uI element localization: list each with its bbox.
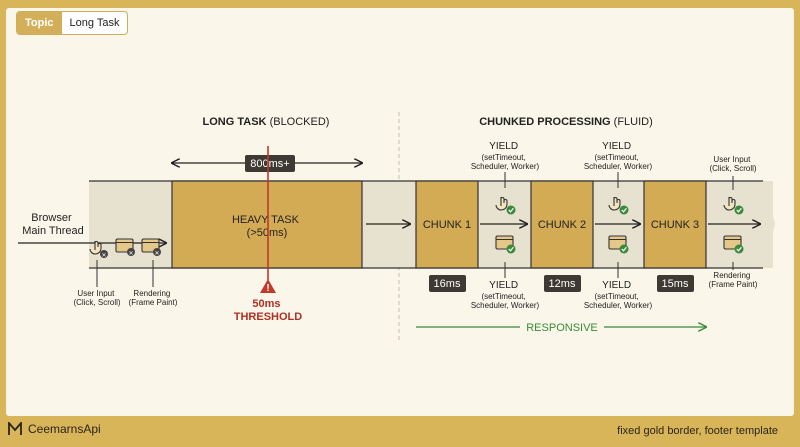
yield-1-input-icon	[495, 196, 516, 215]
topic-value: Long Task	[69, 17, 120, 29]
chunk-2-label: CHUNK 2	[538, 219, 586, 231]
right-input-icon	[723, 196, 744, 215]
brand: CeemarnsApi	[8, 422, 101, 436]
diagram: LONG TASK (BLOCKED) CHUNKED PROCESSING (…	[18, 112, 775, 340]
yield-2-top: YIELD (setTimeout, Scheduler, Worker)	[584, 141, 653, 171]
chunk-1-label: CHUNK 1	[423, 219, 471, 231]
chunk-1	[415, 180, 479, 269]
heavy-task-block	[171, 180, 363, 269]
svg-text:✕: ✕	[128, 251, 133, 257]
warning-icon	[260, 279, 276, 293]
yield-2-render-icon	[608, 235, 629, 254]
chunk-2-time	[544, 275, 581, 292]
left-section-header: LONG TASK (BLOCKED)	[203, 116, 330, 128]
topic-label: Topic	[17, 12, 62, 34]
left-input-icon: ✕	[89, 240, 108, 259]
main-thread-label: Browser Main Thread	[22, 212, 84, 237]
yield-1-render-icon	[495, 235, 516, 254]
responsive-label: RESPONSIVE	[526, 322, 598, 334]
chunk-2	[530, 180, 594, 269]
right-section-header: CHUNKED PROCESSING (FLUID)	[479, 116, 653, 128]
threshold-label: 50ms THRESHOLD	[234, 298, 303, 323]
yield-2-input-icon	[608, 196, 629, 215]
svg-text:15ms: 15ms	[662, 278, 689, 290]
chunk-3	[643, 180, 707, 269]
left-input-caption: User Input (Click, Scroll)	[73, 289, 120, 307]
svg-text:✕: ✕	[154, 251, 159, 257]
chunk-1-time	[429, 275, 466, 292]
yield-2-bottom: YIELD (setTimeout, Scheduler, Worker)	[584, 280, 653, 310]
topic-badge: Topic Long Task	[16, 11, 129, 35]
yield-1-bottom: YIELD (setTimeout, Scheduler, Worker)	[471, 280, 540, 310]
brand-logo-icon	[8, 422, 22, 435]
left-render-caption: Rendering (Frame Paint)	[129, 289, 178, 307]
chunk-3-label: CHUNK 3	[651, 219, 699, 231]
right-render-icon	[723, 235, 744, 254]
footer: CeemarnsApi fixed gold border, footer te…	[0, 416, 800, 447]
left-window-icon-2: ✕	[141, 238, 161, 257]
yield-1-top: YIELD (setTimeout, Scheduler, Worker)	[471, 141, 540, 171]
duration-badge	[245, 155, 295, 172]
duration-badge-text: 800ms+	[250, 158, 289, 170]
footer-note: fixed gold border, footer template	[617, 425, 778, 437]
svg-text:12ms: 12ms	[549, 278, 576, 290]
right-input-caption: User Input (Click, Scroll)	[709, 155, 756, 173]
svg-text:!: !	[266, 283, 269, 294]
brand-name: CeemarnsApi	[28, 422, 101, 436]
heavy-task-label: HEAVY TASK (>50ms)	[232, 214, 302, 239]
svg-text:16ms: 16ms	[434, 278, 461, 290]
left-window-icon-1: ✕	[115, 238, 135, 257]
chunk-3-time	[657, 275, 694, 292]
svg-text:✕: ✕	[101, 253, 106, 259]
right-render-caption: Rendering (Frame Paint)	[709, 271, 758, 289]
track-end	[763, 181, 775, 268]
